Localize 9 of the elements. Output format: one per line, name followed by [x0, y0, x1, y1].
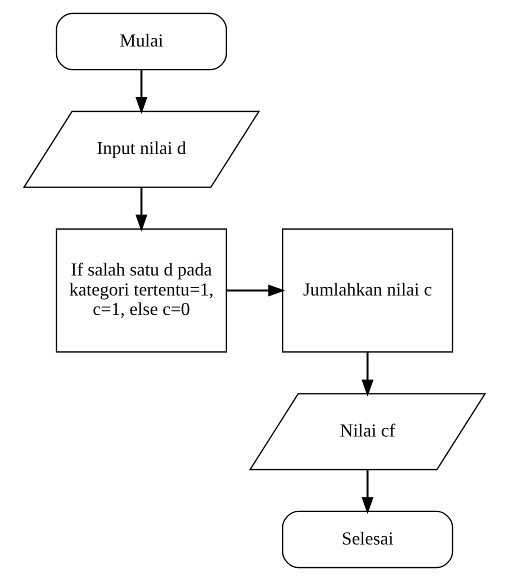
arrow — [362, 352, 374, 397]
node-box: Jumlahkan nilai c — [282, 228, 454, 353]
arrow — [135, 187, 148, 232]
node-box: Mulai — [56, 12, 228, 70]
arrow — [362, 470, 374, 514]
arrow — [135, 70, 148, 114]
node-box: Selesai — [282, 510, 454, 568]
node-box: If salah satu d pada kategori tertentu=1, c=1, else c=0 — [56, 228, 228, 353]
arrow — [226, 284, 286, 296]
